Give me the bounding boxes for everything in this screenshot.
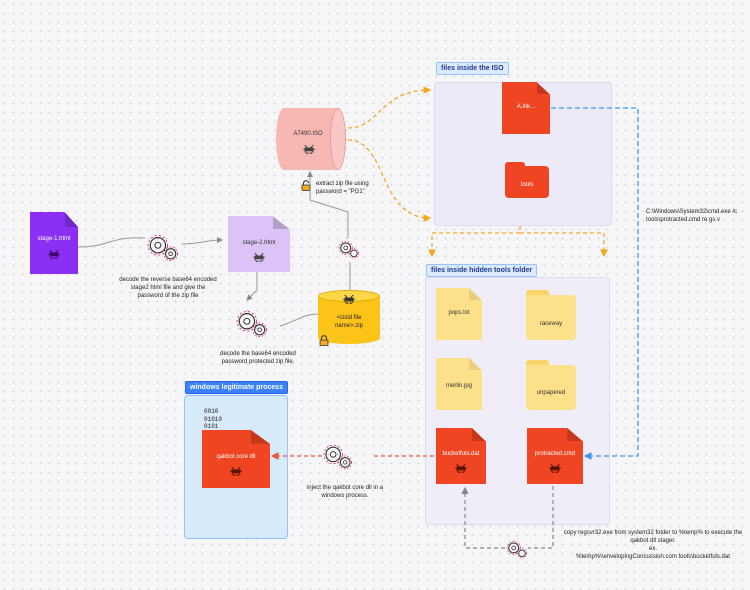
lnk-file: A.lnk... <box>502 82 550 134</box>
gear-icon <box>236 311 267 338</box>
decode-base64-label: decode the base64 encoded password prote… <box>220 351 296 366</box>
invader-icon <box>253 253 265 262</box>
qakbot-file-label: qakbot core dll <box>216 454 256 460</box>
protracted-cmd-file: protracted.cmd <box>527 428 583 484</box>
invader-icon <box>48 250 60 259</box>
invader-icon <box>230 467 242 476</box>
iso-image: A7490.ISO <box>276 108 348 170</box>
stage2-html-file: stage-2.html <box>228 216 290 272</box>
qakbot-dll-file: qakbot core dll <box>202 430 270 488</box>
gear-icon <box>147 235 178 262</box>
inject-label: inject the qakbot core dll in a windows … <box>306 485 384 500</box>
binary-line: 01010 <box>204 415 223 423</box>
copy-example-label: ex. <box>648 546 657 553</box>
copy-path-text: %temp%\\envelopingConcussion.com tools\b… <box>576 554 730 561</box>
lnk-file-label: A.lnk... <box>516 104 536 110</box>
stage2-file-label: stage-2.html <box>242 240 276 246</box>
bucketfuls-file-label: bucketfuls.dat <box>442 451 480 457</box>
raceway-folder-label: raceway <box>539 321 563 327</box>
tools-folder: tools <box>505 162 549 198</box>
windows-process-panel-title: windows legitimate process <box>185 381 288 394</box>
pops-txt-file: pops.txt <box>436 288 482 340</box>
unpapered-folder: unpapered <box>526 360 576 410</box>
raceway-folder: raceway <box>526 290 576 340</box>
extract-zip-label: extract zip file using password = "PG1" <box>316 181 369 196</box>
stage1-html-file: stage-1.html <box>30 212 78 274</box>
zip-file-label: <cisid file name>.zip <box>335 315 363 330</box>
merlin-jpg-file: merlin.jpg <box>436 358 482 410</box>
cmd-command-label: C:\Windows\System32\cmd.exe /c tools\pro… <box>646 209 738 224</box>
invader-icon <box>455 464 467 473</box>
lock-icon <box>319 335 329 346</box>
invader-icon <box>549 464 561 473</box>
unpapered-folder-label: unpapered <box>536 390 566 396</box>
zip-archive: <cisid file name>.zip <box>318 290 380 346</box>
merlin-file-label: merlin.jpg <box>445 383 472 389</box>
pops-file-label: pops.txt <box>448 310 470 316</box>
invader-icon <box>303 145 315 154</box>
copy-regsvr-label: copy regsvr32.exe from system32 folder t… <box>560 529 746 561</box>
binary-text: 0010 01010 0101 <box>204 408 222 431</box>
protracted-file-label: protracted.cmd <box>534 451 576 457</box>
gear-icon <box>323 444 352 470</box>
gear-icon <box>338 240 359 259</box>
binary-line: 0101 <box>204 423 219 430</box>
unlock-icon <box>301 180 311 191</box>
tools-folder-label: tools <box>520 182 534 188</box>
binary-line: 0010 <box>204 408 219 415</box>
bucketfuls-dat-file: bucketfuls.dat <box>436 428 486 484</box>
copy-regsvr-text: copy regsvr32.exe from system32 folder t… <box>563 530 743 545</box>
iso-file-label: A7490.ISO <box>293 131 323 137</box>
invader-icon <box>343 295 355 304</box>
tools-folder-panel-title: files inside hidden tools folder <box>426 264 538 277</box>
gear-icon <box>506 540 527 559</box>
decode-reverse-label: decode the reverse base64 encoded stage2… <box>119 277 217 300</box>
iso-files-panel-title: files inside the ISO <box>436 62 509 75</box>
stage1-file-label: stage-1.html <box>37 236 71 242</box>
